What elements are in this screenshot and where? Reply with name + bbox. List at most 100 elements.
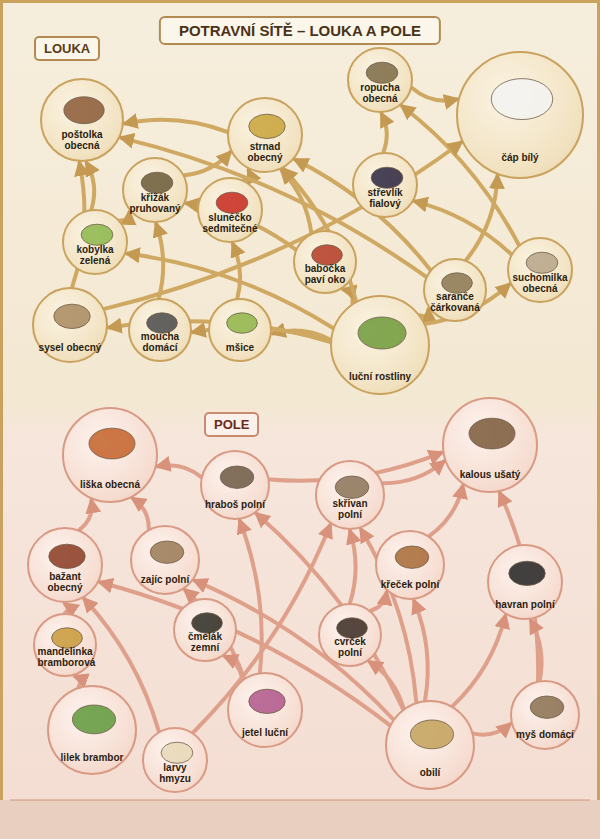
organism-icon	[64, 409, 160, 505]
organism-name: čáp bílý	[501, 152, 538, 163]
feeding-arrow	[453, 616, 506, 706]
organism-icon	[229, 674, 305, 750]
feeding-arrow	[87, 163, 95, 209]
organism-name: havran polní	[495, 599, 554, 610]
food-web-circle: křižák pruhovaný	[122, 157, 188, 223]
organism-name: saranče čárkovaná	[428, 291, 483, 313]
organism-icon	[444, 399, 540, 495]
food-web-circle: mandelinka bramborová	[33, 613, 97, 677]
organism-shape	[371, 167, 403, 188]
feeding-arrow	[371, 592, 387, 610]
organism-shape	[81, 224, 113, 245]
food-web-circle: hraboš polní	[200, 450, 270, 520]
organism-icon	[202, 452, 272, 522]
food-web-circle: obilí	[385, 700, 475, 790]
feeding-arrow	[383, 461, 444, 483]
food-web-circle: luční rostliny	[330, 295, 430, 395]
feeding-arrow	[233, 244, 240, 298]
food-web-circle: lilek brambor	[47, 685, 137, 775]
title-box: POTRAVNÍ SÍTĚ – LOUKA A POLE	[159, 16, 441, 45]
food-web-circle: larvy hmyzu	[142, 727, 208, 793]
feeding-arrow	[429, 486, 462, 536]
food-web-circle: skřivan polní	[315, 460, 385, 530]
food-web-circle: kalous ušatý	[442, 397, 538, 493]
food-web-circle: kobylka zelená	[62, 209, 128, 275]
food-web-circle: myš domácí	[510, 680, 580, 750]
organism-name: střevlík fialový	[357, 187, 414, 209]
organism-name: moucha domácí	[133, 331, 188, 353]
footer-rule	[10, 800, 590, 801]
organism-name: larvy hmyzu	[147, 762, 204, 784]
organism-name: obilí	[420, 767, 441, 778]
organism-shape	[469, 418, 515, 449]
food-web-circle: babočka paví oko	[293, 230, 357, 294]
organism-icon	[317, 462, 387, 532]
organism-shape	[337, 618, 368, 638]
feeding-arrow	[382, 114, 387, 152]
feeding-arrow	[65, 604, 68, 613]
organism-icon	[377, 532, 447, 602]
feeding-arrow	[350, 531, 356, 603]
footer-band	[0, 800, 600, 839]
organism-shape	[72, 705, 115, 734]
organism-shape	[509, 561, 545, 585]
food-web-circle: jetel luční	[227, 672, 303, 748]
organism-name: bažant obecný	[33, 571, 98, 593]
organism-icon	[229, 99, 305, 175]
organism-shape	[366, 62, 398, 83]
feeding-arrow	[412, 88, 457, 101]
organism-shape	[249, 114, 285, 138]
organism-icon	[34, 289, 110, 365]
food-web-circle: havran polní	[487, 544, 563, 620]
food-web-circle: ropucha obecná	[347, 47, 413, 113]
organism-name: kalous ušatý	[460, 469, 521, 480]
organism-name: sysel obecný	[39, 342, 102, 353]
food-web-circle: suchomilka obecná	[507, 237, 573, 303]
organism-name: hraboš polní	[205, 499, 265, 510]
feeding-arrow	[125, 120, 227, 132]
food-web-circle: cvrček polní	[318, 603, 382, 667]
feeding-arrow	[420, 310, 428, 317]
organism-icon	[210, 300, 274, 364]
food-web-circle: sysel obecný	[32, 287, 108, 363]
organism-name: poštolka obecná	[46, 129, 118, 151]
organism-shape	[147, 313, 178, 333]
organism-shape	[227, 313, 258, 333]
organism-shape	[150, 541, 184, 563]
feeding-arrow	[158, 465, 201, 477]
organism-shape	[530, 696, 564, 718]
organism-shape	[64, 97, 104, 124]
feeding-arrow	[225, 656, 242, 679]
feeding-arrow	[156, 224, 163, 298]
organism-shape	[410, 720, 453, 749]
organism-icon	[387, 702, 477, 792]
organism-name: ropucha obecná	[352, 82, 409, 104]
organism-shape	[220, 466, 254, 488]
organism-name: čmelák zemní	[178, 631, 233, 653]
food-web-circle: bažant obecný	[27, 527, 103, 603]
feeding-arrow	[121, 138, 426, 277]
organism-name: strnad obecný	[233, 141, 298, 163]
food-web-circle: křeček polní	[375, 530, 445, 600]
organism-shape	[358, 317, 406, 349]
organism-shape	[395, 546, 429, 568]
organism-name: křižák pruhovaný	[127, 192, 184, 214]
food-web-circle: moucha domácí	[128, 298, 192, 362]
organism-shape	[312, 245, 343, 265]
feeding-arrow	[474, 724, 511, 735]
organism-shape	[161, 742, 193, 763]
organism-shape	[491, 79, 552, 120]
title: POTRAVNÍ SÍTĚ – LOUKA A POLE	[179, 22, 421, 39]
organism-name: cvrček polní	[323, 636, 378, 658]
organism-icon	[49, 687, 139, 777]
feeding-arrow	[531, 621, 542, 681]
organism-icon	[332, 297, 432, 397]
food-web-circle: čmelák zemní	[173, 598, 237, 662]
organism-shape	[89, 428, 135, 459]
organism-name: babočka paví oko	[298, 263, 353, 285]
organism-name: mandelinka bramborová	[38, 646, 93, 668]
food-web-circle: slunéčko sedmitečné	[197, 177, 263, 243]
organism-icon	[512, 682, 582, 752]
food-web-circle: střevlík fialový	[352, 152, 418, 218]
organism-name: jetel luční	[242, 727, 288, 738]
